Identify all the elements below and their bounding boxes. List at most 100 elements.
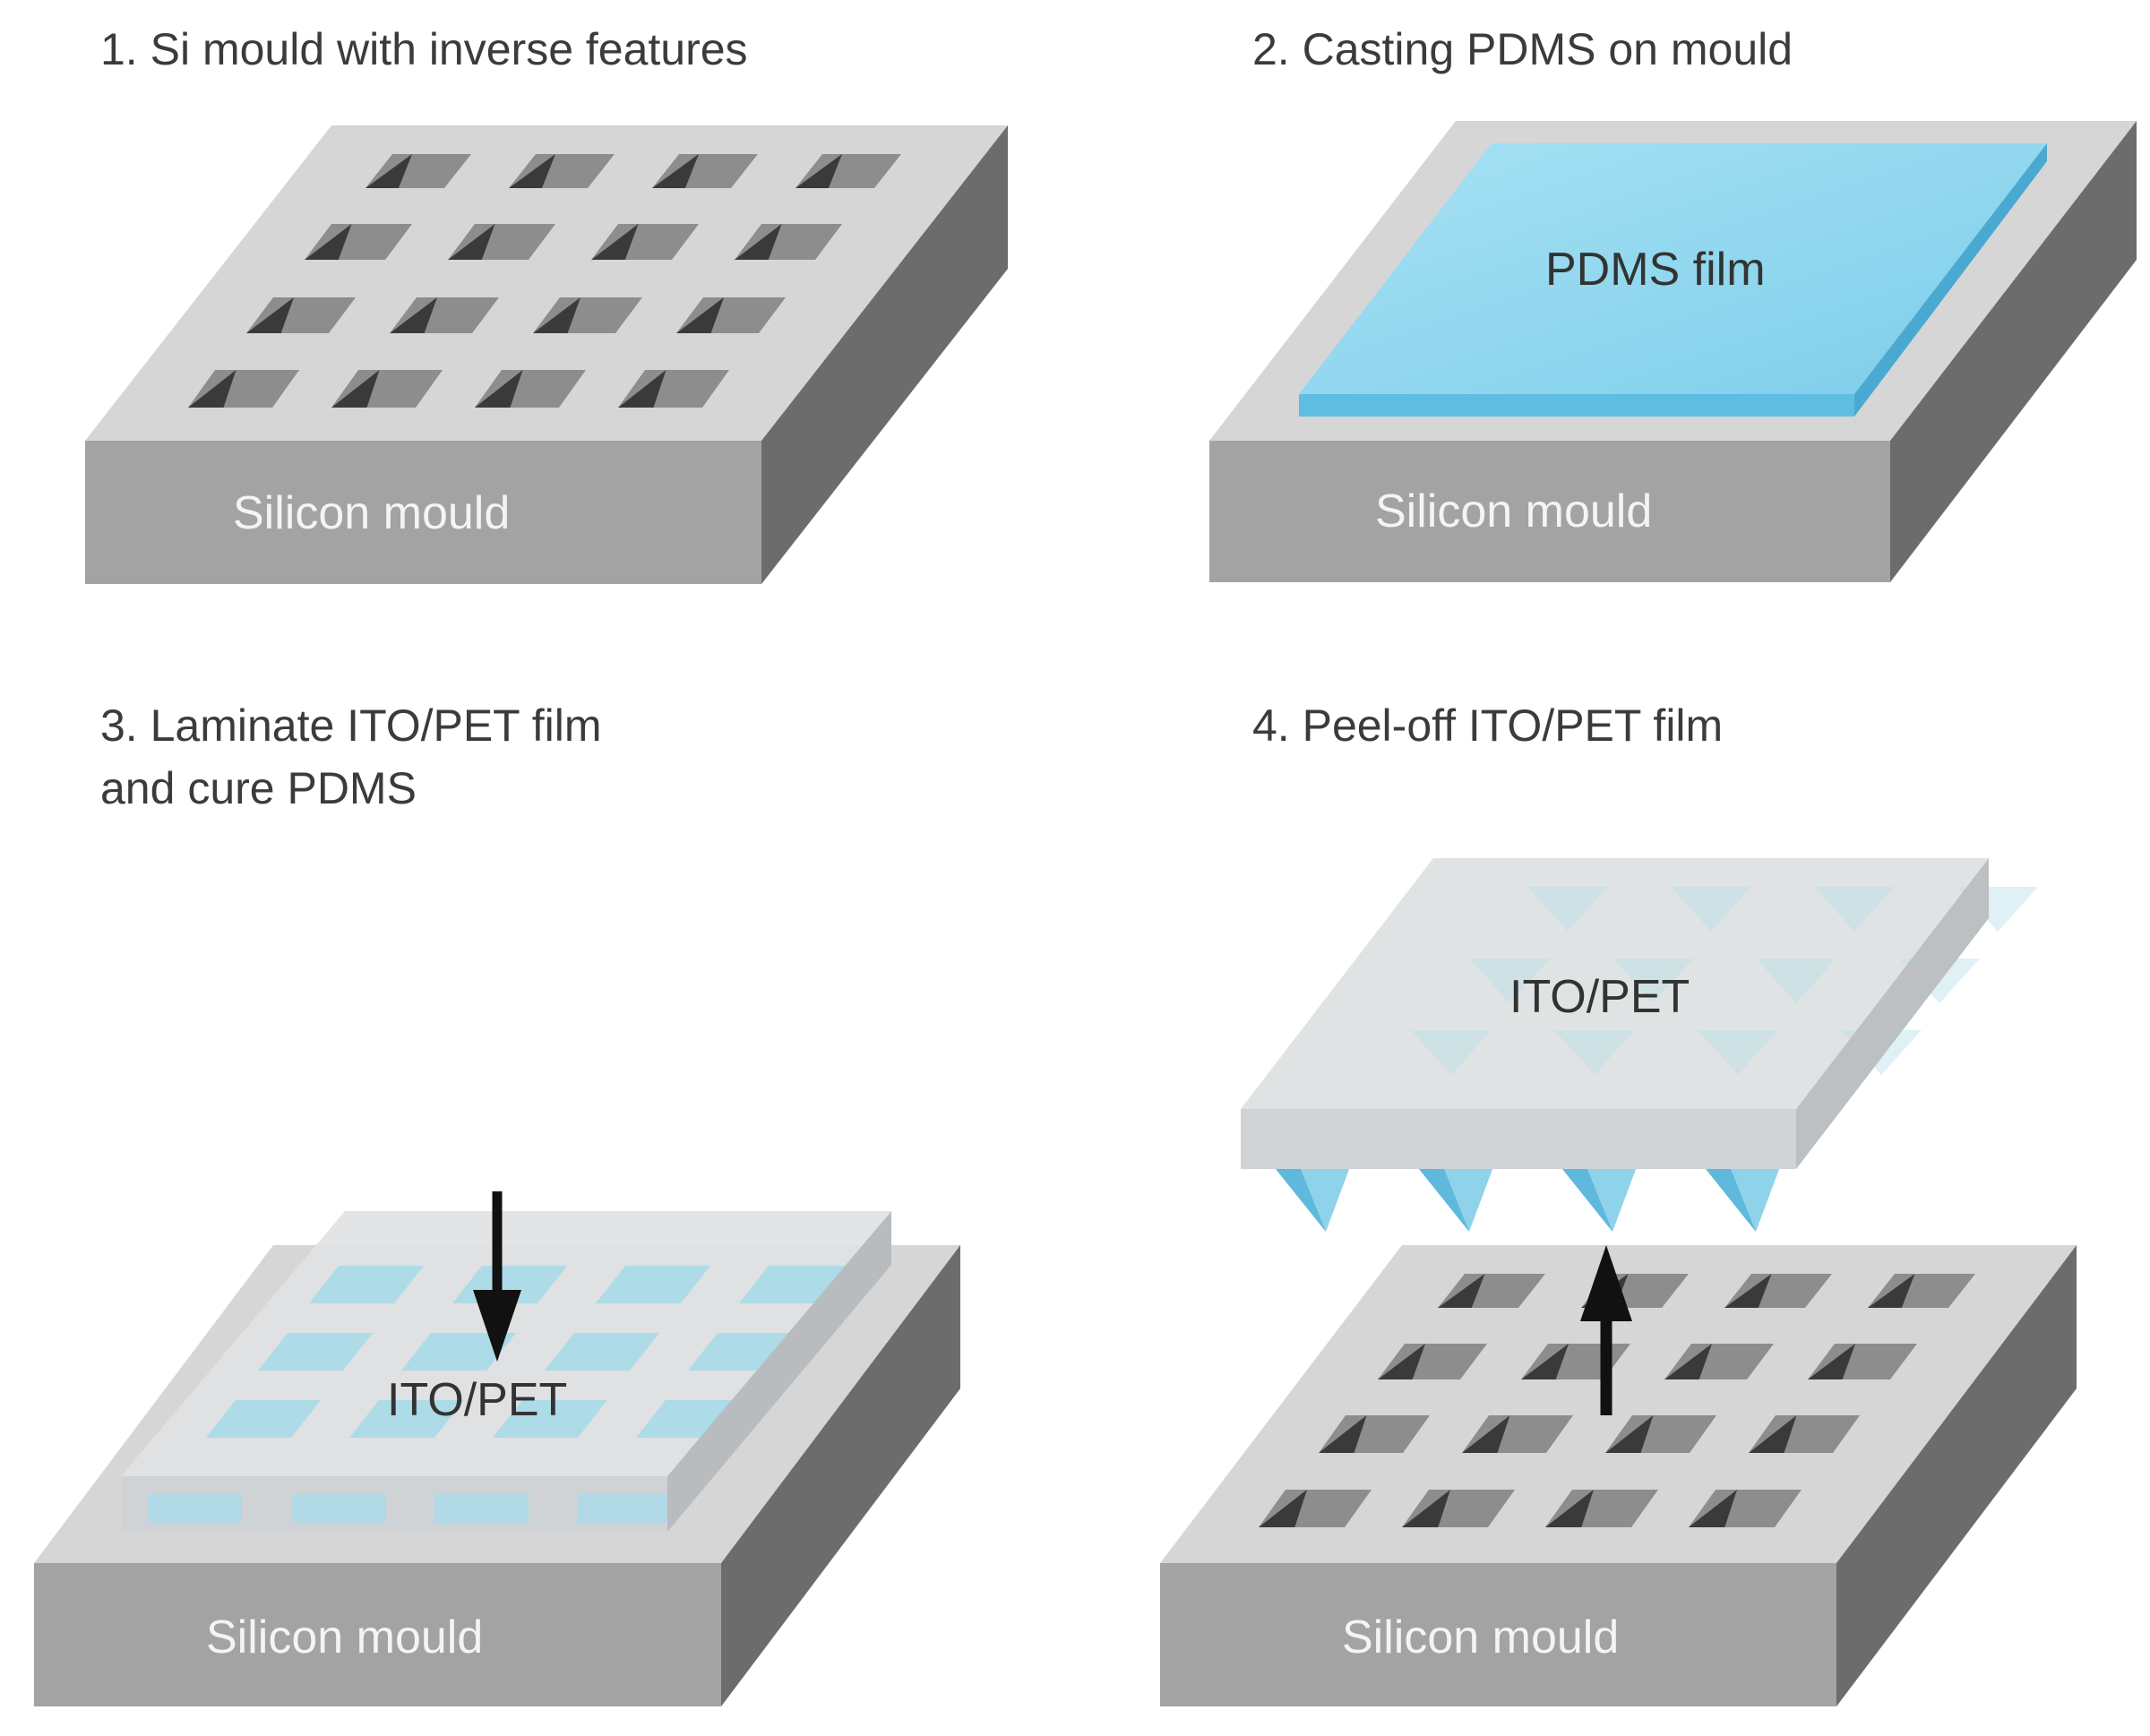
- pdms-ghost-pyramid: [1756, 958, 1836, 1003]
- panel-2: PDMS film Silicon mould: [1209, 121, 2137, 582]
- step-1-title: 1. Si mould with inverse features: [100, 24, 748, 74]
- mould-top-face: [1160, 1245, 2077, 1563]
- panel-4: ITO/PET Silicon mould: [1160, 858, 2077, 1706]
- mould-front-face: [1209, 441, 1890, 582]
- pdms-ghost-pyramid: [1612, 958, 1693, 1003]
- pit-shadow: [796, 154, 842, 188]
- mould-side-face: [1890, 121, 2137, 582]
- pit-shadow: [1319, 1415, 1367, 1453]
- mould-front-face: [1160, 1563, 1836, 1706]
- pit-shadow: [1724, 1274, 1772, 1308]
- pit-shadow: [1749, 1415, 1797, 1453]
- pdms-tip-shade: [1272, 1164, 1326, 1232]
- pit-shadow: [366, 154, 412, 188]
- pit-shadow: [1689, 1490, 1737, 1527]
- ito-pet-film-side: [667, 1211, 891, 1532]
- pit-shadow: [390, 297, 437, 333]
- pdms-film-front: [1299, 394, 1854, 417]
- press-arrow-down: [473, 1191, 521, 1362]
- pit-shadow: [1378, 1344, 1425, 1379]
- pdms-tip-shade: [1415, 1164, 1469, 1232]
- pdms-pad: [596, 1266, 710, 1303]
- pit-shadow: [509, 154, 555, 188]
- peeled-ito-pet-film: [1241, 858, 2038, 1232]
- pdms-pad: [258, 1333, 373, 1371]
- pdms-film-top: [1299, 143, 2047, 394]
- pit-shadow: [1462, 1415, 1510, 1453]
- silicon-mould-label: Silicon mould: [206, 1611, 483, 1663]
- pdms-pad-front: [434, 1494, 529, 1523]
- step-3-title-line2: and cure PDMS: [100, 763, 417, 813]
- pdms-pad: [493, 1400, 607, 1438]
- pit-shadow: [1402, 1490, 1450, 1527]
- pdms-features: [206, 1266, 854, 1438]
- step-2-title: 2. Casting PDMS on mould: [1252, 24, 1793, 74]
- pdms-film: [1299, 143, 2047, 417]
- ito-pet-label: ITO/PET: [387, 1374, 567, 1426]
- ito-pet-film-front: [121, 1476, 667, 1532]
- silicon-mould-label: Silicon mould: [233, 487, 510, 539]
- pit-shadow: [735, 224, 782, 260]
- ito-pet-film-top: [1241, 858, 1989, 1109]
- inverse-pyramid-pits: [188, 154, 901, 408]
- ito-pet-film: [121, 1211, 891, 1532]
- pit-shadow: [1868, 1274, 1915, 1308]
- pdms-pad: [309, 1266, 424, 1303]
- pdms-pad-front: [148, 1494, 242, 1523]
- pit-shadow: [652, 154, 699, 188]
- silicon-mould-4: [1160, 1245, 2077, 1706]
- silicon-mould-1: [85, 125, 1008, 584]
- pdms-ghost-pyramid: [1814, 887, 1895, 932]
- mould-side-face: [721, 1245, 960, 1706]
- pit-shadow: [305, 224, 352, 260]
- ito-pet-film-front: [1241, 1109, 1796, 1169]
- pdms-pad-front: [578, 1494, 672, 1523]
- step-4-title: 4. Peel-off ITO/PET film: [1252, 700, 1724, 751]
- pit-shadow: [475, 370, 523, 408]
- pit-shadow: [618, 370, 666, 408]
- pdms-ghost-pyramid: [1411, 1030, 1492, 1075]
- pdms-pad-front: [291, 1494, 385, 1523]
- pdms-ghost-pyramid: [1554, 1030, 1635, 1075]
- pdms-pad: [206, 1400, 321, 1438]
- pit-shadow: [676, 297, 724, 333]
- pdms-pad: [349, 1400, 464, 1438]
- mould-front-face: [85, 441, 761, 584]
- pdms-pyramid-tips: [1272, 1164, 1781, 1232]
- pdms-features-front: [148, 1494, 672, 1523]
- panel-1: Silicon mould: [85, 125, 1008, 584]
- pdms-pad: [401, 1333, 516, 1371]
- pit-shadow: [246, 297, 294, 333]
- pit-shadow: [1664, 1344, 1712, 1379]
- pit-shadow: [533, 297, 580, 333]
- pdms-ghost-pyramid: [1527, 887, 1608, 932]
- peel-arrow-up: [1580, 1245, 1632, 1415]
- silicon-mould-label: Silicon mould: [1342, 1611, 1619, 1663]
- ito-pet-label: ITO/PET: [1509, 971, 1690, 1023]
- pit-shadow: [448, 224, 495, 260]
- pit-shadow: [1438, 1274, 1485, 1308]
- pdms-film-label: PDMS film: [1545, 244, 1766, 296]
- pdms-ghost-pyramid: [1671, 887, 1751, 932]
- pit-shadow: [591, 224, 639, 260]
- mould-side-face: [1836, 1245, 2077, 1706]
- silicon-mould-label: Silicon mould: [1375, 486, 1652, 537]
- pit-shadow: [1808, 1344, 1855, 1379]
- pit-shadow: [331, 370, 380, 408]
- step-3-title-line1: 3. Laminate ITO/PET film: [100, 700, 602, 751]
- mould-side-face: [761, 125, 1008, 584]
- pdms-tip-shade: [1559, 1164, 1612, 1232]
- pdms-pad: [545, 1333, 659, 1371]
- pit-shadow: [188, 370, 236, 408]
- pit-shadow: [1545, 1490, 1594, 1527]
- pdms-ghost-pyramid: [1469, 958, 1550, 1003]
- mould-front-face: [34, 1563, 721, 1706]
- pit-shadow: [1521, 1344, 1569, 1379]
- pit-shadow: [1259, 1490, 1307, 1527]
- pdms-tip-shade: [1702, 1164, 1756, 1232]
- mould-top-face: [85, 125, 1008, 441]
- pit-shadow: [1605, 1415, 1654, 1453]
- pdms-film-side: [1854, 143, 2047, 417]
- ito-pet-film-side: [1796, 858, 1989, 1169]
